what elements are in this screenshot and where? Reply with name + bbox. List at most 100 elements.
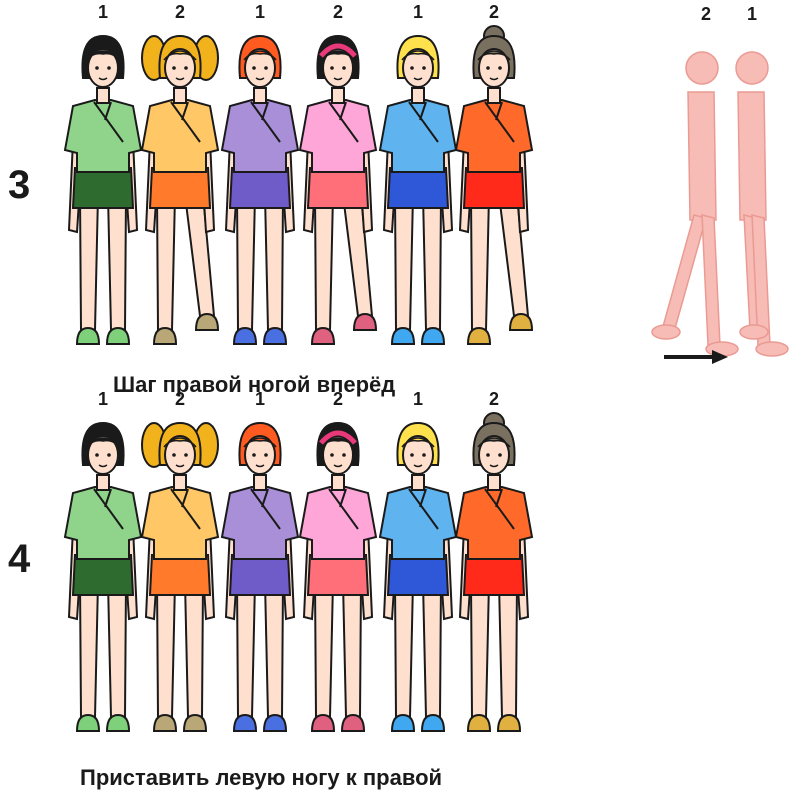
figure-number: 1 [98,2,108,22]
figure-number: 1 [413,2,423,22]
eye [498,66,502,70]
eye [330,66,334,70]
shoe [154,715,176,731]
eye [342,453,346,457]
shoe [184,715,206,731]
shirt [142,100,218,172]
figure-number: 1 [413,389,423,409]
figure-number: 1 [255,2,265,22]
shoe [196,314,218,330]
shorts [388,555,448,595]
neck [174,475,186,490]
shoe [342,715,364,731]
eye [184,66,188,70]
child-figure: 1 [65,2,141,344]
shirt [456,100,532,172]
walker-foot [652,325,680,339]
shirt [380,487,456,559]
figure-number: 2 [175,389,185,409]
row-step-4: 4 121212 Приставить левую ногу к правой [8,389,532,790]
child-figure: 2 [456,389,532,731]
leg [471,195,489,330]
eye [410,453,414,457]
eye [107,66,111,70]
shoe [354,314,376,330]
leg [80,582,98,717]
eye [498,453,502,457]
figure-number: 2 [175,2,185,22]
neck [97,475,109,490]
eye [422,66,426,70]
shirt [65,100,141,172]
shoe [107,715,129,731]
shirt [456,487,532,559]
step-label: 3 [8,163,30,207]
child-figure: 1 [65,389,141,731]
leg [237,195,255,330]
shoe [498,715,520,731]
leg [499,582,517,717]
shoe [154,328,176,344]
child-figure: 2 [456,2,532,344]
side-view-walker [736,52,788,356]
walker-head [736,52,768,84]
shorts [150,555,210,595]
neck [97,88,109,103]
side-view: 2 1 [652,4,788,364]
child-figure: 1 [380,389,456,731]
figure-number: 2 [333,389,343,409]
neck [332,475,344,490]
shirt [222,100,298,172]
walker-foot [740,325,768,339]
shorts [388,168,448,208]
shoe [510,314,532,330]
shoe [392,328,414,344]
child-figure: 2 [142,2,218,344]
shorts [230,555,290,595]
shorts [464,555,524,595]
leg [185,582,203,717]
walker-leg [702,215,720,345]
shoe [77,328,99,344]
leg [108,582,126,717]
walker-foot [756,342,788,356]
eye [486,66,490,70]
eye [264,66,268,70]
child-figure: 2 [300,389,376,731]
leg [157,195,175,330]
eye [184,453,188,457]
neck [412,88,424,103]
side-view-walker [652,52,738,356]
leg [315,195,333,330]
step-label: 4 [8,537,31,581]
leg [315,582,333,717]
neck [254,475,266,490]
shorts [308,168,368,208]
shoe [392,715,414,731]
shoe [234,328,256,344]
eye [410,66,414,70]
side-view-walkers [652,52,788,356]
neck [412,475,424,490]
shirt [222,487,298,559]
neck [332,88,344,103]
walker-body [688,92,716,220]
row-step-3: 3 121212 Шаг правой ногой вперёд [8,2,532,397]
walker-foot [706,342,738,356]
figure-row: 1 2 1 2 1 2 [65,2,532,344]
shoe [468,328,490,344]
child-figure: 2 [300,2,376,344]
neck [488,475,500,490]
neck [254,88,266,103]
shirt [142,487,218,559]
leg [108,195,126,330]
shoe [312,715,334,731]
figure-number: 2 [489,389,499,409]
eye [172,453,176,457]
leg [395,195,413,330]
eye [330,453,334,457]
figure-number: 2 [489,2,499,22]
eye [172,66,176,70]
shoe [107,328,129,344]
